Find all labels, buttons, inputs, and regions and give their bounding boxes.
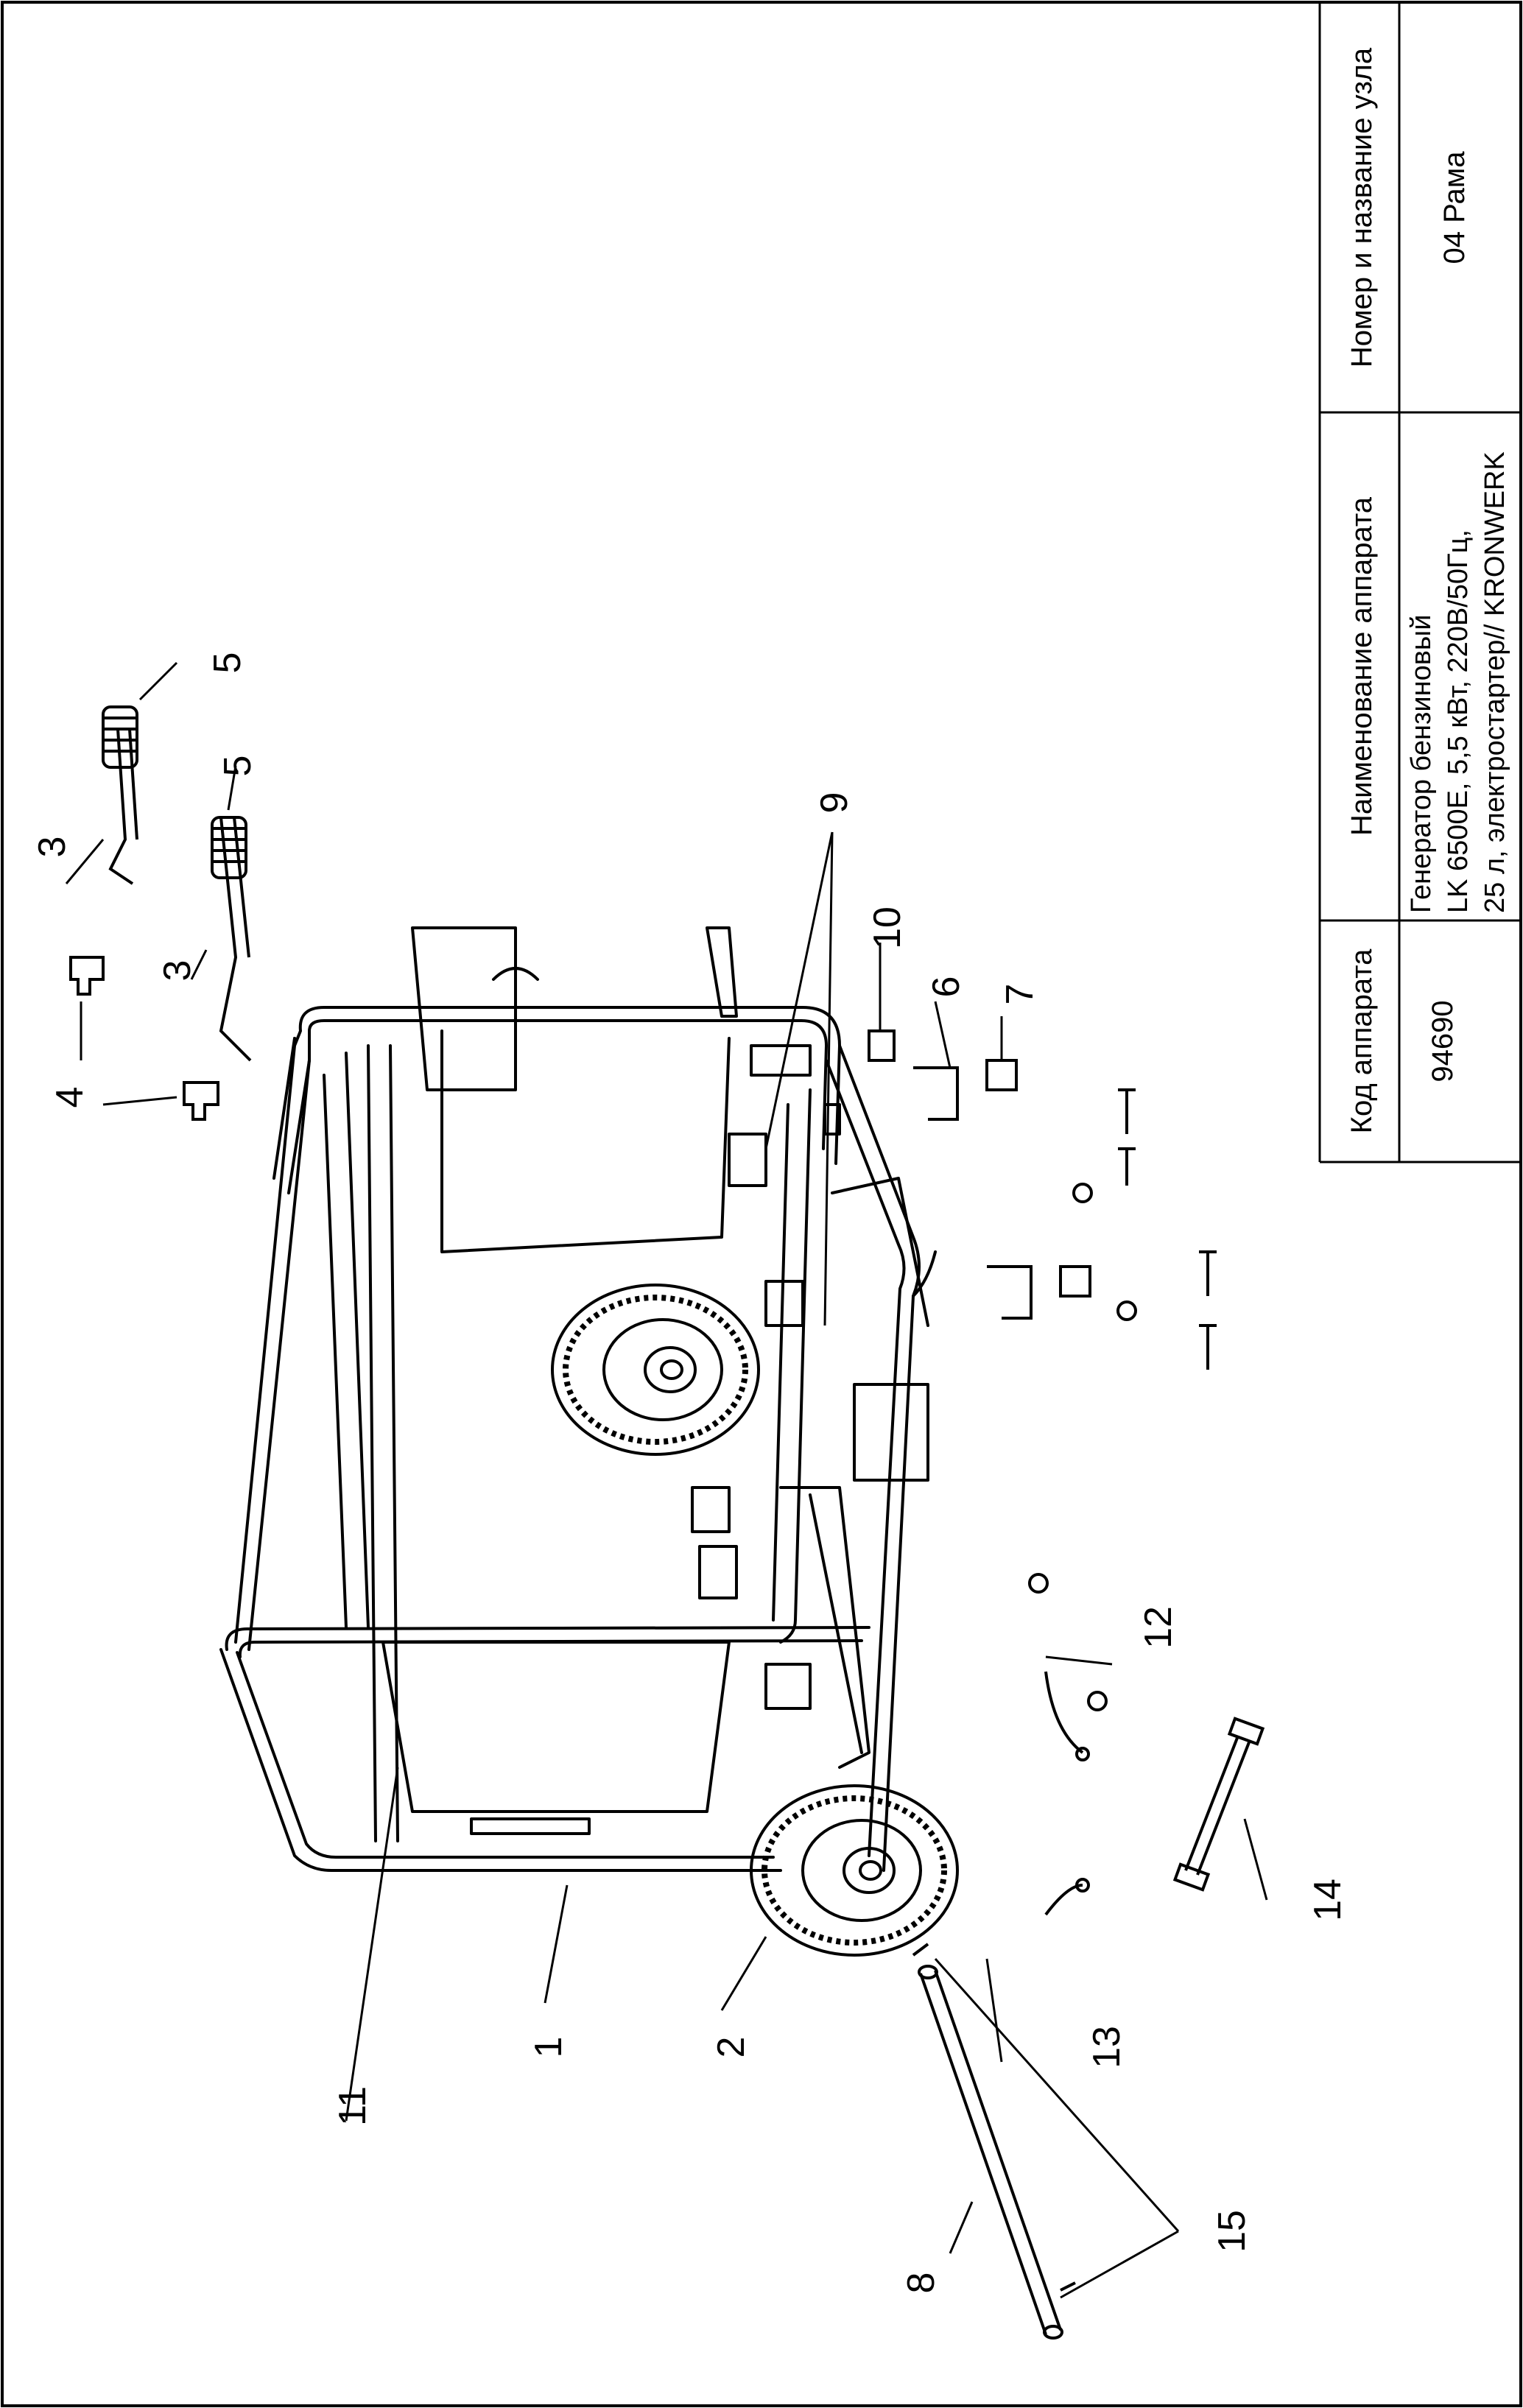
loose-parts [868,1029,1265,2340]
callout-3-upper: 3 [31,837,74,858]
title-col3-header: Номер и название узла [1346,47,1378,367]
callout-15: 15 [1211,2210,1253,2253]
callout-11: 11 [331,2086,374,2126]
callout-12: 12 [1137,1606,1180,1649]
callout-2: 2 [710,2037,753,2058]
frame-drawing [219,926,937,1872]
callout-14: 14 [1306,1879,1349,1921]
callout-7: 7 [999,984,1041,1005]
callout-6: 6 [925,976,968,998]
callout-13: 13 [1086,2026,1128,2069]
callout-9: 9 [813,792,856,814]
handle-upper [69,705,138,996]
callout-5-lower: 5 [217,756,259,777]
wheel-rear [551,1284,760,1456]
callout-8: 8 [900,2273,943,2294]
title-col2-line-1: Генератор бензиновый [1406,615,1437,913]
callout-5-upper: 5 [206,652,249,674]
callout-10: 10 [866,906,909,949]
wheel-front [750,1784,959,1957]
title-col2-line-3: 25 л, электростартер// KRONWERK [1480,451,1510,913]
title-col2-header: Наименование аппарата [1346,496,1378,836]
callout-1: 1 [527,2037,570,2058]
title-col1-value: 94690 [1427,1000,1459,1082]
leader-lines [65,661,1268,2299]
callout-4: 4 [49,1087,91,1108]
title-block [1318,2,1521,1163]
handle-lower [183,816,252,1121]
title-col3-value: 04 Рама [1438,151,1471,264]
title-col2-line-2: LK 6500E, 5,5 кВт, 220В/50Гц, [1443,529,1474,913]
callout-3-lower: 3 [156,960,199,982]
title-col1-header: Код аппарата [1346,948,1378,1133]
